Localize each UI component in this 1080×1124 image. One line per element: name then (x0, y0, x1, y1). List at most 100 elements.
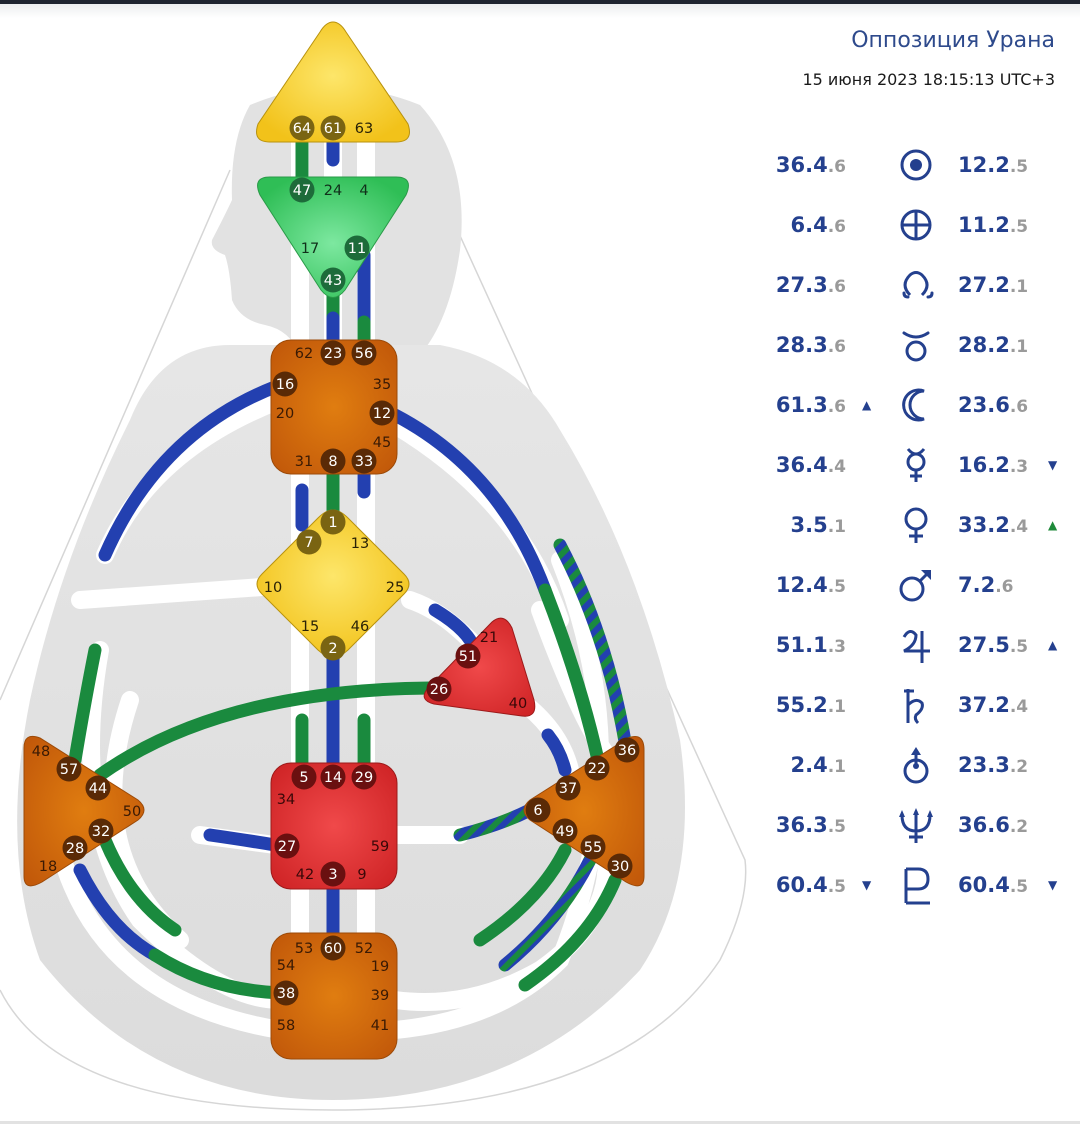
gate-39[interactable]: 39 (371, 988, 389, 1004)
gate-35[interactable]: 35 (373, 377, 391, 393)
gate-18[interactable]: 18 (39, 859, 57, 875)
center-sacral[interactable] (270, 762, 398, 890)
gate-53[interactable]: 53 (295, 941, 313, 957)
gate-38[interactable]: 38 (273, 980, 299, 1006)
gate-26[interactable]: 26 (426, 676, 452, 702)
gate-51[interactable]: 51 (455, 643, 481, 669)
gate-62[interactable]: 62 (295, 346, 313, 362)
gate-number: 23 (324, 346, 342, 362)
gate-42[interactable]: 42 (296, 867, 314, 883)
gate-27[interactable]: 27 (274, 833, 300, 859)
gate-61[interactable]: 61 (320, 115, 346, 141)
gate-15[interactable]: 15 (301, 619, 319, 635)
gate-56[interactable]: 56 (351, 340, 377, 366)
gate-48[interactable]: 48 (32, 744, 50, 760)
gate-40[interactable]: 40 (509, 696, 527, 712)
planet-row-pluto[interactable]: 60.4.5▼60.4.5▼ (760, 865, 1080, 905)
gate-29[interactable]: 29 (351, 764, 377, 790)
gate-9[interactable]: 9 (357, 867, 366, 883)
north-node-icon (896, 265, 936, 305)
gate-23[interactable]: 23 (320, 340, 346, 366)
gate-44[interactable]: 44 (85, 775, 111, 801)
gate-16[interactable]: 16 (272, 371, 298, 397)
gate-52[interactable]: 52 (355, 941, 373, 957)
center-throat[interactable] (270, 339, 398, 475)
gate-number: 52 (355, 941, 373, 957)
gate-50[interactable]: 50 (123, 804, 141, 820)
gate-13[interactable]: 13 (351, 536, 369, 552)
gate-number: 11 (348, 241, 366, 257)
gate-activation-marker (320, 448, 346, 474)
gate-32[interactable]: 32 (88, 818, 114, 844)
gate-11[interactable]: 11 (344, 235, 370, 261)
gate-6[interactable]: 6 (525, 797, 551, 823)
planet-row-moon[interactable]: 61.3.6▲23.6.6 (760, 385, 1080, 425)
center-head[interactable] (256, 21, 410, 143)
gate-10[interactable]: 10 (264, 580, 282, 596)
gate-22[interactable]: 22 (584, 755, 610, 781)
gate-41[interactable]: 41 (371, 1018, 389, 1034)
gate-activation-marker (320, 115, 346, 141)
gate-63[interactable]: 63 (355, 121, 373, 137)
color-value: .3 (827, 637, 846, 657)
gate-30[interactable]: 30 (607, 853, 633, 879)
gate-60[interactable]: 60 (320, 935, 346, 961)
gate-55[interactable]: 55 (580, 834, 606, 860)
gate-58[interactable]: 58 (277, 1018, 295, 1034)
gate-57[interactable]: 57 (56, 756, 82, 782)
gate-33[interactable]: 33 (351, 448, 377, 474)
gate-31[interactable]: 31 (295, 454, 313, 470)
gate-59[interactable]: 59 (371, 839, 389, 855)
gate-activation-marker (273, 980, 299, 1006)
gate-14[interactable]: 14 (320, 764, 346, 790)
gate-number: 59 (371, 839, 389, 855)
gate-3[interactable]: 3 (320, 861, 346, 887)
center-spleen[interactable] (23, 735, 145, 887)
gate-17[interactable]: 17 (301, 241, 319, 257)
gate-43[interactable]: 43 (320, 267, 346, 293)
gate-8[interactable]: 8 (320, 448, 346, 474)
gate-activation-marker (607, 853, 633, 879)
gate-5[interactable]: 5 (291, 764, 317, 790)
gate-54[interactable]: 54 (277, 958, 295, 974)
gate-37[interactable]: 37 (555, 775, 581, 801)
gate-number: 57 (60, 762, 78, 778)
center-ego[interactable] (423, 617, 536, 717)
gate-49[interactable]: 49 (552, 818, 578, 844)
gate-24[interactable]: 24 (324, 183, 342, 199)
gate-36[interactable]: 36 (614, 737, 640, 763)
gate-7[interactable]: 7 (296, 529, 322, 555)
gate-number: 1 (328, 515, 337, 531)
gate-46[interactable]: 46 (351, 619, 369, 635)
center-ajna[interactable] (257, 176, 409, 298)
gate-2[interactable]: 2 (320, 635, 346, 661)
gate-47[interactable]: 47 (289, 177, 315, 203)
center-root[interactable] (270, 932, 398, 1060)
gate-25[interactable]: 25 (386, 580, 404, 596)
gate-64[interactable]: 64 (289, 115, 315, 141)
gate-45[interactable]: 45 (373, 435, 391, 451)
gate-12[interactable]: 12 (369, 400, 395, 426)
gate-line: 51.1 (775, 633, 828, 657)
gate-19[interactable]: 19 (371, 959, 389, 975)
center-solar-plexus[interactable] (523, 736, 645, 887)
gate-4[interactable]: 4 (359, 183, 368, 199)
gate-20[interactable]: 20 (276, 406, 294, 422)
gate-1[interactable]: 1 (320, 509, 346, 535)
gate-21[interactable]: 21 (480, 630, 498, 646)
personality-activation: 36.6.2 (958, 805, 1028, 847)
gate-34[interactable]: 34 (277, 792, 295, 808)
gate-line: 28.3 (775, 333, 828, 357)
gate-28[interactable]: 28 (62, 835, 88, 861)
